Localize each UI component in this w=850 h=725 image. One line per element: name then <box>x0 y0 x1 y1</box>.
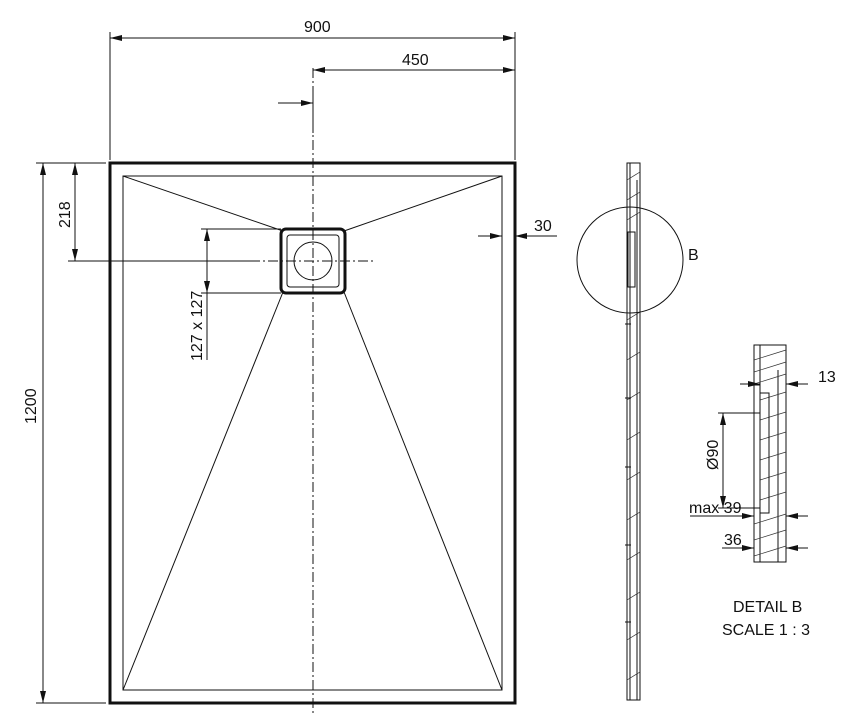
centre-indicator-arrow <box>278 88 314 133</box>
detail-b-section <box>753 344 787 563</box>
detail-scale: SCALE 1 : 3 <box>722 622 810 639</box>
dimension-218 <box>68 163 250 262</box>
dimension-127 <box>201 228 281 360</box>
detail-dimension-36 <box>722 545 808 551</box>
dimension-127-label: 127 x 127 <box>189 291 206 361</box>
detail-dimension-39-label: max 39 <box>689 500 742 517</box>
dimension-30 <box>478 233 557 239</box>
dimension-900 <box>109 32 516 160</box>
dimension-900-label: 900 <box>304 19 331 36</box>
slope-lines <box>122 175 503 691</box>
dimension-1200 <box>36 162 106 704</box>
detail-dimension-13-label: 13 <box>818 369 836 386</box>
detail-b-circle <box>576 206 684 314</box>
dimension-30-label: 30 <box>534 218 552 235</box>
detail-dimension-13 <box>740 381 808 387</box>
detail-title: DETAIL B <box>733 599 802 616</box>
detail-dimension-36-label: 36 <box>724 532 742 549</box>
dimension-450-label: 450 <box>402 52 429 69</box>
side-section <box>625 162 641 701</box>
detail-dimension-90-label: Ø90 <box>705 440 722 470</box>
detail-dimension-90 <box>718 412 760 509</box>
detail-b-marker: B <box>688 247 699 264</box>
dimension-218-label: 218 <box>57 201 74 228</box>
dimension-450 <box>313 67 515 73</box>
dimension-1200-label: 1200 <box>23 388 40 424</box>
detail-dimension-39 <box>690 513 808 519</box>
plan-view <box>108 68 517 715</box>
